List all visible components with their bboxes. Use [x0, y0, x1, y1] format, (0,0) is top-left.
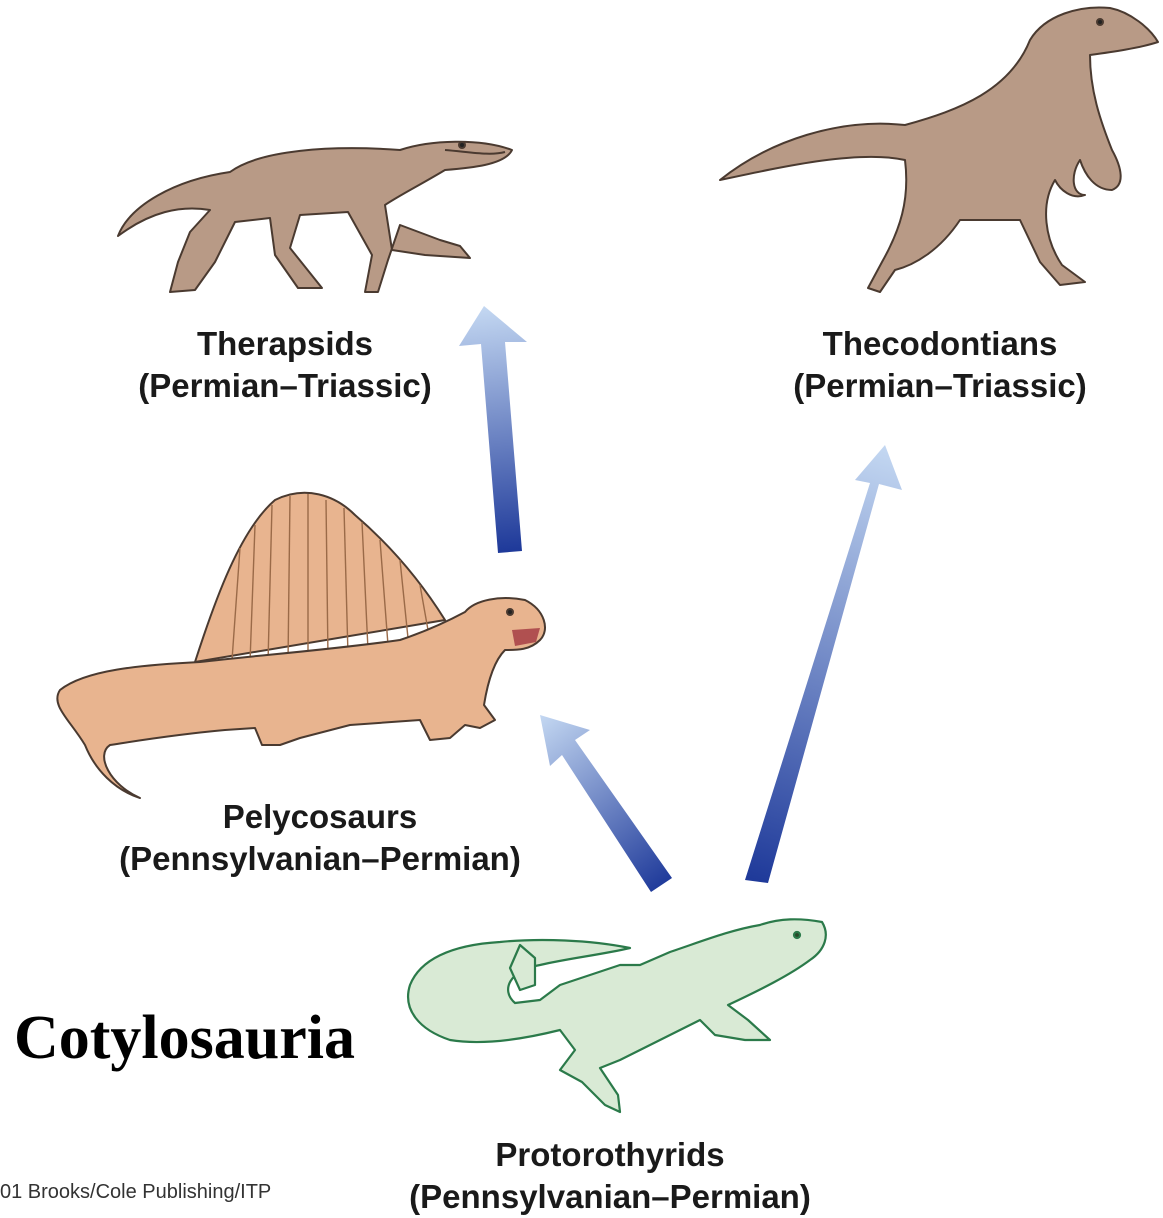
- protorothyrid-illustration: [408, 919, 826, 1112]
- protorothyrids-period: (Pennsylvanian–Permian): [370, 1176, 850, 1218]
- thecodontians-period: (Permian–Triassic): [755, 365, 1125, 407]
- pelycosaurs-period: (Pennsylvanian–Permian): [60, 838, 580, 880]
- label-therapsids: Therapsids (Permian–Triassic): [100, 323, 470, 407]
- protorothyrids-name: Protorothyrids: [370, 1134, 850, 1176]
- thecodontian-illustration: [720, 7, 1158, 292]
- pelycosaurs-name: Pelycosaurs: [60, 796, 580, 838]
- diagram-title: Cotylosauria: [14, 1000, 355, 1076]
- arrow-protorothyrids-to-thecodontians: [745, 445, 902, 883]
- therapsids-period: (Permian–Triassic): [100, 365, 470, 407]
- label-thecodontians: Thecodontians (Permian–Triassic): [755, 323, 1125, 407]
- therapsids-name: Therapsids: [100, 323, 470, 365]
- copyright-credit: 01 Brooks/Cole Publishing/ITP: [0, 1180, 271, 1204]
- label-protorothyrids: Protorothyrids (Pennsylvanian–Permian): [370, 1134, 850, 1218]
- pelycosaur-illustration: [57, 493, 545, 798]
- label-pelycosaurs: Pelycosaurs (Pennsylvanian–Permian): [60, 796, 580, 880]
- thecodontians-name: Thecodontians: [755, 323, 1125, 365]
- therapsid-illustration: [118, 142, 512, 292]
